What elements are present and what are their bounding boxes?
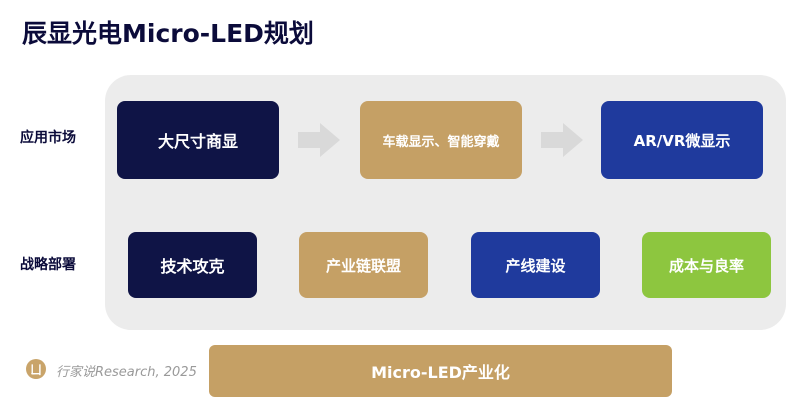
strategy-box-tech: 技术攻克: [128, 232, 257, 298]
page-title: 辰显光电Micro-LED规划: [22, 19, 314, 48]
market-box-arvr: AR/VR微显示: [601, 101, 763, 179]
strategy-box-production: 产线建设: [471, 232, 600, 298]
row-label-market: 应用市场: [20, 130, 76, 146]
arrow-right-icon: [298, 123, 340, 157]
arrow-right-icon: [541, 123, 583, 157]
market-box-large-display: 大尺寸商显: [117, 101, 279, 179]
strategy-box-alliance: 产业链联盟: [299, 232, 428, 298]
brand-logo-icon: ㄩ: [26, 359, 46, 379]
source-credit: 行家说Research, 2025: [56, 365, 197, 380]
strategy-box-cost-yield: 成本与良率: [642, 232, 771, 298]
market-box-auto-wearable: 车载显示、智能穿戴: [360, 101, 522, 179]
industrialization-bar: Micro-LED产业化: [209, 345, 672, 397]
row-label-strategy: 战略部署: [20, 257, 76, 273]
